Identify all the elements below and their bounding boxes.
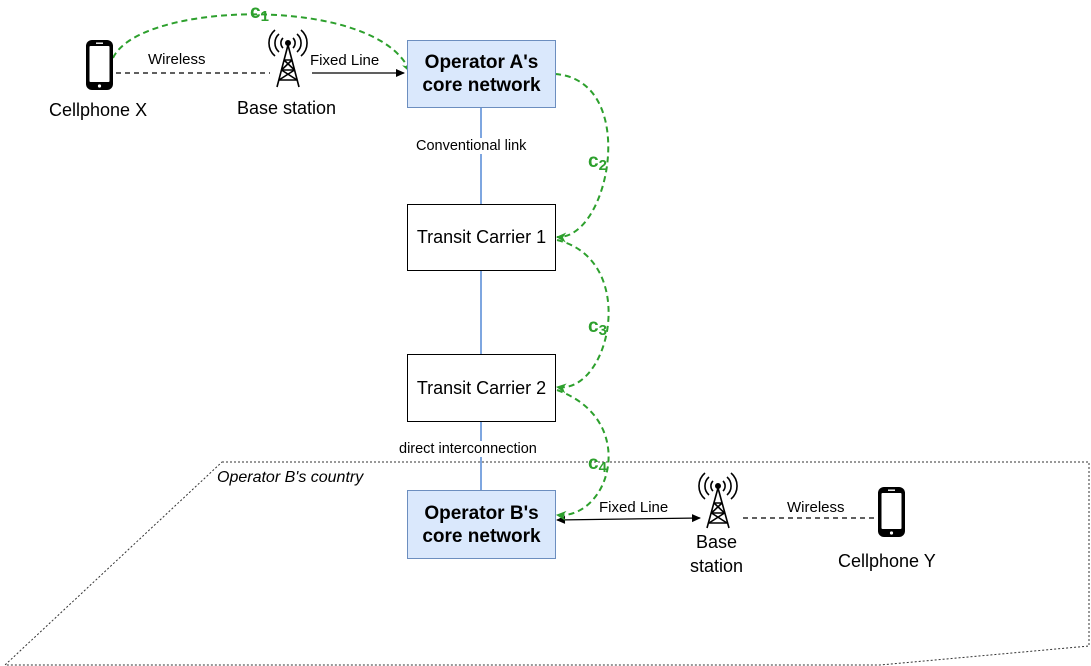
base-station-a-icon (268, 29, 308, 88)
cost-label-c4: c4 (588, 453, 607, 476)
cost-curve-c1 (112, 13, 412, 73)
cellphone-x-label: Cellphone X (49, 100, 148, 120)
base-station-b-label-line1: Base (696, 532, 738, 552)
operator-a-line2: core network (422, 75, 541, 96)
operator-a-line1: Operator A's (424, 52, 539, 73)
wireless-b-label: Wireless (787, 499, 845, 516)
cost-c4-index: 4 (598, 459, 607, 476)
operator-b-core-network: Operator B's core network (407, 490, 556, 559)
transit-carrier-2: Transit Carrier 2 (407, 354, 556, 422)
cost-label-c3: c3 (588, 316, 607, 339)
transit-carrier-2-label: Transit Carrier 2 (416, 377, 547, 398)
base-station-a-label: Base station (237, 98, 337, 118)
cost-c3-symbol: c (588, 316, 599, 337)
cellphone-y-label: Cellphone Y (838, 551, 936, 571)
cost-c2-index: 2 (598, 157, 607, 174)
base-station-b-icon (698, 472, 738, 529)
operator-b-country-label: Operator B's country (217, 469, 364, 486)
cellphone-y-icon (878, 487, 905, 537)
fixed-line-b-arrow (556, 514, 701, 524)
operator-b-line1: Operator B's (424, 502, 539, 524)
base-station-b-label-line2: station (690, 556, 744, 576)
operator-a-core-network: Operator A's core network (407, 40, 556, 108)
fixed-line-a-label: Fixed Line (310, 52, 380, 69)
cost-c3-index: 3 (598, 322, 607, 339)
cost-curve-c3 (556, 239, 610, 394)
transit-carrier-1-label: Transit Carrier 1 (416, 227, 547, 247)
direct-interconnection-label: direct interconnection (397, 441, 539, 457)
cost-label-c2: c2 (588, 151, 607, 174)
cost-c2-symbol: c (588, 151, 599, 172)
transit-carrier-1: Transit Carrier 1 (407, 204, 556, 271)
wireless-a-label: Wireless (148, 51, 206, 68)
cost-c4-symbol: c (588, 453, 599, 474)
operator-b-line2: core network (422, 525, 541, 547)
fixed-line-b-label: Fixed Line (599, 499, 669, 516)
operator-b-country-region (3, 461, 1090, 666)
cost-label-c1: c1 (250, 2, 269, 25)
cost-curve-c2 (554, 73, 610, 243)
cost-c1-index: 1 (260, 8, 269, 25)
conventional-link-label: Conventional link (414, 138, 529, 154)
cellphone-x-icon (86, 40, 113, 90)
cost-c1-symbol: c (250, 2, 261, 23)
